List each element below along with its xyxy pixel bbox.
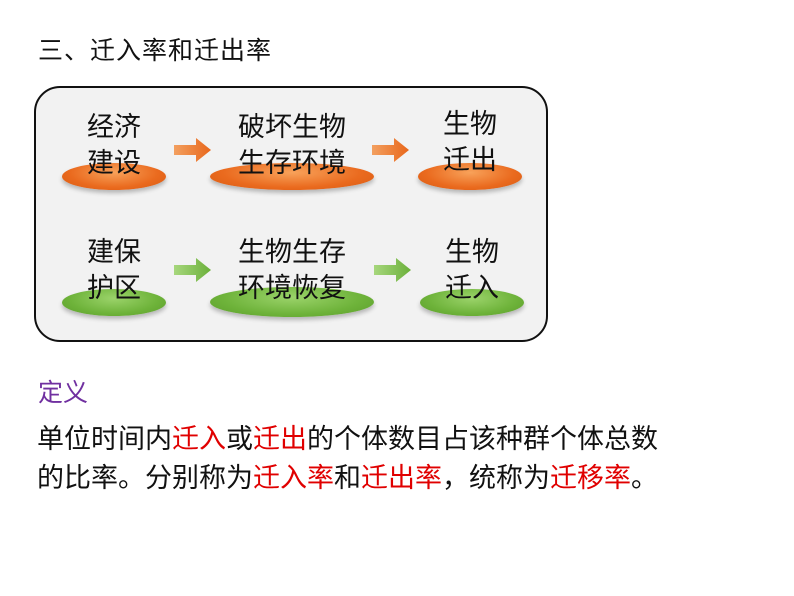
right-arrow-icon bbox=[174, 257, 212, 283]
right-arrow-icon bbox=[174, 137, 212, 163]
definition-text: 的个体数目占该种群个体总数 bbox=[307, 424, 658, 455]
flow-bottom-node-2-base bbox=[210, 287, 374, 317]
definition-line-1: 单位时间内迁入或迁出的个体数目占该种群个体总数 bbox=[37, 422, 658, 458]
definition-highlight: 迁出 bbox=[253, 424, 307, 455]
flow-top-node-2-base bbox=[210, 163, 374, 190]
section-heading: 三、迁入率和迁出率 bbox=[38, 36, 273, 65]
flow-top-node-1-base bbox=[62, 163, 166, 190]
definition-text: 或 bbox=[226, 424, 253, 455]
flow-bottom-node-3-label: 生物 迁入 bbox=[445, 237, 499, 304]
flow-top-node-3-label: 生物 迁出 bbox=[443, 109, 497, 176]
definition-text: 的比率。分别称为 bbox=[37, 463, 253, 494]
definition-title: 定义 bbox=[38, 378, 89, 407]
flow-top-node-3-base bbox=[418, 163, 522, 190]
flow-bottom-node-1-base bbox=[62, 289, 166, 316]
flow-bottom-node-3-base bbox=[420, 289, 524, 316]
definition-text: 和 bbox=[334, 463, 361, 494]
flow-bottom-node-1-label: 建保 护区 bbox=[87, 237, 141, 304]
definition-text: 。 bbox=[631, 463, 658, 494]
definition-highlight: 迁移率 bbox=[550, 463, 631, 494]
flow-top-node-1-label: 经济 建设 bbox=[87, 112, 141, 179]
flow-bottom-node-2-label: 生物生存 环境恢复 bbox=[238, 237, 346, 304]
definition-text: 单位时间内 bbox=[37, 424, 172, 455]
definition-text: ，统称为 bbox=[442, 463, 550, 494]
right-arrow-icon bbox=[372, 137, 410, 163]
definition-line-2: 的比率。分别称为迁入率和迁出率，统称为迁移率。 bbox=[37, 461, 658, 497]
definition-highlight: 迁入 bbox=[172, 424, 226, 455]
definition-highlight: 迁入率 bbox=[253, 463, 334, 494]
right-arrow-icon bbox=[374, 257, 412, 283]
flow-top-node-2-label: 破坏生物 生存环境 bbox=[238, 112, 346, 179]
definition-highlight: 迁出率 bbox=[361, 463, 442, 494]
